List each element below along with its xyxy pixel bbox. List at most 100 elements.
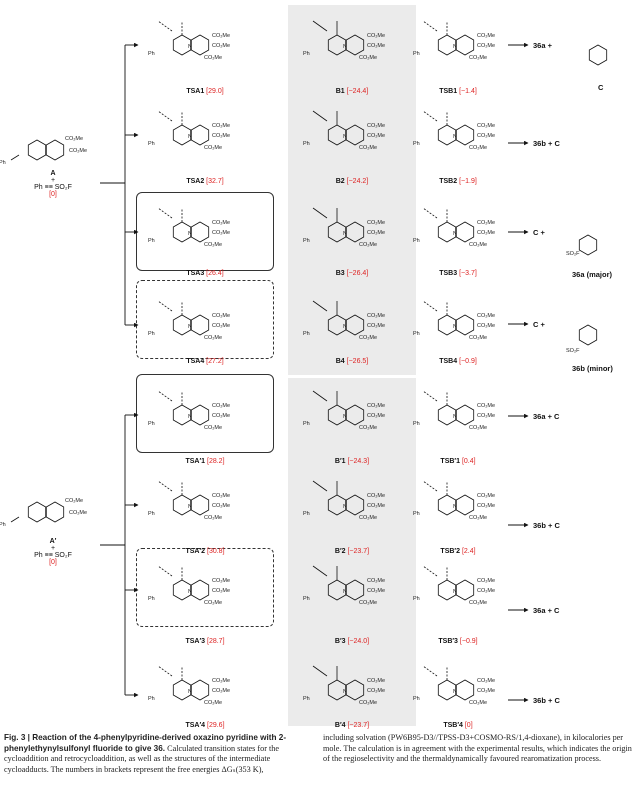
ts-energy: [26.4]	[206, 270, 224, 277]
tsb-2-ring-left	[437, 124, 457, 146]
tsb-8-n: N	[453, 689, 457, 695]
product-36a-ring	[578, 234, 598, 256]
tsb-energy: [−3.7]	[459, 270, 477, 277]
ts-label-row-3: TSA3 [26.4]	[186, 270, 223, 277]
ts-energy: [30.8]	[207, 548, 225, 555]
reactant-ph: Ph	[0, 160, 6, 166]
tsb-8-co2me-3: CO₂Me	[469, 700, 487, 706]
tsa-4-ring-left	[172, 314, 192, 336]
b-8-n: N	[343, 689, 347, 695]
tsa-2-alkyne-bond	[157, 110, 173, 122]
tsa-6-ring-right	[190, 494, 210, 516]
b-8-co2me-1: CO₂Me	[367, 678, 385, 684]
b-6-ph: Ph	[303, 511, 310, 517]
caption-title: Fig. 3 | Reaction of the 4-phenylpyridin…	[4, 733, 287, 753]
b-8-ring-left	[327, 679, 347, 701]
reactant-a-alkyne: Ph ≡≡ SO₂F	[18, 184, 88, 191]
b-energy: [−26.5]	[346, 358, 369, 365]
tsa-3-ring-left	[172, 221, 192, 243]
tsb-7-ring-left	[437, 579, 457, 601]
tsb-3-co2me-2: CO₂Me	[477, 230, 495, 236]
product-row-8: 36b + C	[533, 696, 560, 705]
tsb-2-alkyne-bond	[422, 110, 438, 122]
tsa-6-alkyne-bond	[157, 480, 173, 492]
reactant-ph-bond	[10, 516, 20, 523]
b-4-ring-right	[345, 314, 365, 336]
b-4-co2me-1: CO₂Me	[367, 313, 385, 319]
caption-text-right: including solvation (PW6B95-D3//TPSS-D3+…	[323, 733, 632, 764]
tsb-2-co2me-1: CO₂Me	[477, 123, 495, 129]
tsa-7-ring-left	[172, 579, 192, 601]
tsb-4-n: N	[453, 324, 457, 330]
tsb-3-ring-left	[437, 221, 457, 243]
ts-name: TSA3	[186, 270, 205, 277]
b-3-ring-left	[327, 221, 347, 243]
tsb-label-row-2: TSB2 [−1.9]	[439, 178, 477, 185]
tsa-4-co2me-2: CO₂Me	[212, 323, 230, 329]
tsb-6-co2me-1: CO₂Me	[477, 493, 495, 499]
tsb-3-co2me-1: CO₂Me	[477, 220, 495, 226]
reactant-co2me-2: CO₂Me	[69, 510, 87, 516]
b-2-co2me-2: CO₂Me	[367, 133, 385, 139]
b-4-co2me-2: CO₂Me	[367, 323, 385, 329]
tsb-7-ring-right	[455, 579, 475, 601]
b-5-co2me-2: CO₂Me	[367, 413, 385, 419]
tsb-3-ph: Ph	[413, 238, 420, 244]
product-row-5: 36a + C	[533, 412, 560, 421]
b-6-ring-left	[327, 494, 347, 516]
tsb-5-n: N	[453, 414, 457, 420]
b-4-co2me-3: CO₂Me	[359, 335, 377, 341]
product-36b-label: 36b (minor)	[572, 364, 613, 373]
reactant-a-oxazine-ring	[45, 139, 65, 161]
reactant-co2me-1: CO₂Me	[65, 498, 83, 504]
tsa-4-ring-right	[190, 314, 210, 336]
tsb-4-ring-left	[437, 314, 457, 336]
b-2-n: N	[343, 134, 347, 140]
tsb-1-ph: Ph	[413, 51, 420, 57]
ts-energy: [28.7]	[207, 638, 225, 645]
tsa-2-n: N	[188, 134, 192, 140]
b-name: B′2	[334, 548, 346, 555]
b-6-co2me-2: CO₂Me	[367, 503, 385, 509]
tsb-8-alkyne-bond	[422, 665, 438, 677]
b-name: B4	[335, 358, 345, 365]
reactant-a-energy: [0]	[49, 191, 57, 198]
b-3-co2me-2: CO₂Me	[367, 230, 385, 236]
ts-label-row-7: TSA′3 [28.7]	[185, 638, 224, 645]
tsb-2-n: N	[453, 134, 457, 140]
b-label-row-6: B′2 [−23.7]	[335, 548, 369, 555]
b-label-row-8: B′4 [−23.7]	[335, 722, 369, 729]
b-name: B′3	[334, 638, 346, 645]
product-c-ring	[588, 44, 608, 66]
ts-label-row-4: TSA4 [27.2]	[186, 358, 223, 365]
b-6-ring-right	[345, 494, 365, 516]
tsa-3-alkyne-bond	[157, 207, 173, 219]
ts-label-row-8: TSA′4 [29.6]	[185, 722, 224, 729]
product-row-3: C +	[533, 228, 545, 237]
b-energy: [−24.0]	[347, 638, 370, 645]
tsa-3-n: N	[188, 231, 192, 237]
tsa-1-ring-right	[190, 34, 210, 56]
tsa-7-alkyne-bond	[157, 565, 173, 577]
b-name: B1	[335, 88, 345, 95]
tsa-3-ring-right	[190, 221, 210, 243]
tsb-1-ring-left	[437, 34, 457, 56]
tsb-1-co2me-1: CO₂Me	[477, 33, 495, 39]
b-2-co2me-3: CO₂Me	[359, 145, 377, 151]
tsa-5-co2me-3: CO₂Me	[204, 425, 222, 431]
tsb-5-co2me-1: CO₂Me	[477, 403, 495, 409]
ts-name: TSA′4	[185, 722, 206, 729]
intermediate-panel-bottom	[288, 378, 416, 726]
b-label-row-5: B′1 [−24.3]	[335, 458, 369, 465]
b-3-co2me-1: CO₂Me	[367, 220, 385, 226]
reactant-aprime-plus: +	[50, 545, 56, 552]
tsb-name: TSB′2	[440, 548, 460, 555]
intermediate-panel-top	[288, 5, 416, 375]
tsb-label-row-4: TSB4 [−0.9]	[439, 358, 477, 365]
tsa-3-ph: Ph	[148, 238, 155, 244]
tsb-6-alkyne-bond	[422, 480, 438, 492]
tsa-6-ph: Ph	[148, 511, 155, 517]
alkyne-so2f: SO₂F	[54, 184, 72, 191]
reactant-co2me-2: CO₂Me	[69, 148, 87, 154]
b-energy: [−24.3]	[347, 458, 370, 465]
